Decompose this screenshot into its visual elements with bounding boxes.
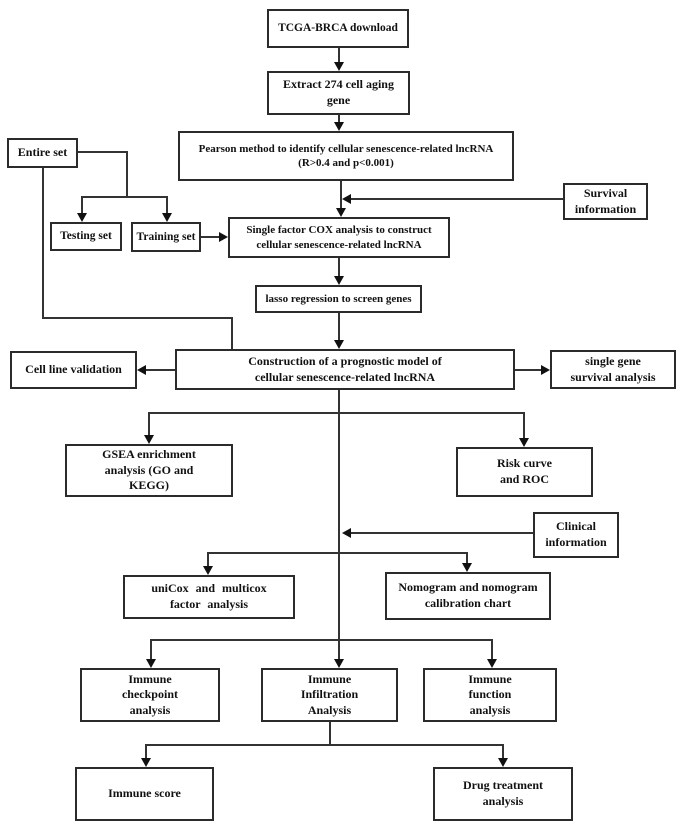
node-survival-information: Survival information xyxy=(563,183,648,220)
connector-into-checkpoint xyxy=(150,639,152,660)
connector-entire-branch-v xyxy=(126,151,128,198)
node-entire-set: Entire set xyxy=(7,138,78,168)
connector-into-training xyxy=(166,196,168,214)
arrow-into-cox-left xyxy=(219,232,228,242)
connector-entire-branch-h1 xyxy=(78,151,128,153)
arrow-into-unicox xyxy=(203,566,213,575)
arrow-into-score xyxy=(141,758,151,767)
connector-into-nomogram xyxy=(466,552,468,564)
arrow-into-training xyxy=(162,213,172,222)
node-single-factor-cox: Single factor COX analysis to construct … xyxy=(228,217,450,258)
node-testing-set: Testing set xyxy=(50,222,122,251)
connector-central-spine xyxy=(338,390,340,660)
arrow-into-prognostic xyxy=(334,340,344,349)
arrow-into-infiltration xyxy=(334,659,344,668)
arrow-into-singlegene xyxy=(541,365,550,375)
connector-clinical-spine xyxy=(351,532,533,534)
connector-into-drug xyxy=(502,744,504,759)
node-immune-function: Immune function analysis xyxy=(423,668,557,722)
connector-entire-branch-h2 xyxy=(81,196,168,198)
arrow-into-function xyxy=(487,659,497,668)
arrow-into-checkpoint xyxy=(146,659,156,668)
node-pearson-method: Pearson method to identify cellular sene… xyxy=(178,131,514,181)
connector-immune-split xyxy=(150,639,493,641)
connector-training-cox xyxy=(201,236,219,238)
connector-survival-junction xyxy=(351,198,563,200)
arrow-into-risk xyxy=(519,438,529,447)
node-tcga-brca-download: TCGA-BRCA download xyxy=(267,9,409,48)
node-single-gene-survival: single gene survival analysis xyxy=(550,350,676,389)
arrow-survival-left xyxy=(342,194,351,204)
arrow-into-lasso xyxy=(334,276,344,285)
connector-into-unicox xyxy=(207,552,209,567)
node-unicox-multicox: uniCox and multicox factor analysis xyxy=(123,575,295,619)
node-lasso-regression: lasso regression to screen genes xyxy=(255,285,422,313)
node-gsea-enrichment: GSEA enrichment analysis (GO and KEGG) xyxy=(65,444,233,497)
arrow-into-nomogram xyxy=(462,563,472,572)
node-training-set: Training set xyxy=(131,222,201,252)
connector-into-function xyxy=(491,639,493,660)
connector-entire-prognostic-h xyxy=(42,317,233,319)
arrow-into-cox xyxy=(336,208,346,217)
arrow-into-extract xyxy=(334,62,344,71)
connector-entire-prognostic-v2 xyxy=(231,317,233,349)
node-extract-cell-aging-gene: Extract 274 cell aging gene xyxy=(267,71,410,115)
connector-infiltration-down xyxy=(329,722,331,746)
connector-gsea-risk-split xyxy=(148,412,525,414)
arrow-into-cellline xyxy=(137,365,146,375)
arrow-into-gsea xyxy=(144,435,154,444)
connector-score-drug-split xyxy=(145,744,504,746)
connector-unicox-nomogram-split xyxy=(207,552,468,554)
node-nomogram-calibration: Nomogram and nomogram calibration chart xyxy=(385,572,551,620)
connector-into-testing xyxy=(81,196,83,214)
connector-into-gsea xyxy=(148,412,150,436)
node-immune-infiltration: Immune Infiltration Analysis xyxy=(261,668,398,722)
connector-into-score xyxy=(145,744,147,759)
arrow-into-pearson xyxy=(334,122,344,131)
connector-tcga-extract xyxy=(338,48,340,63)
node-prognostic-model: Construction of a prognostic model of ce… xyxy=(175,349,515,390)
connector-prognostic-cellline xyxy=(146,369,175,371)
connector-lasso-prognostic xyxy=(338,313,340,341)
node-drug-treatment: Drug treatment analysis xyxy=(433,767,573,821)
connector-prognostic-singlegene xyxy=(515,369,541,371)
connector-pearson-cox xyxy=(340,181,342,209)
connector-extract-pearson xyxy=(338,115,340,123)
node-cell-line-validation: Cell line validation xyxy=(10,351,137,389)
node-immune-checkpoint: Immune checkpoint analysis xyxy=(80,668,220,722)
connector-into-risk xyxy=(523,412,525,439)
connector-cox-lasso xyxy=(338,258,340,277)
node-clinical-information: Clinical information xyxy=(533,512,619,558)
connector-entire-prognostic-v1 xyxy=(42,168,44,319)
arrow-into-drug xyxy=(498,758,508,767)
node-immune-score: Immune score xyxy=(75,767,214,821)
arrow-clinical-left xyxy=(342,528,351,538)
arrow-into-testing xyxy=(77,213,87,222)
node-risk-curve-roc: Risk curve and ROC xyxy=(456,447,593,497)
